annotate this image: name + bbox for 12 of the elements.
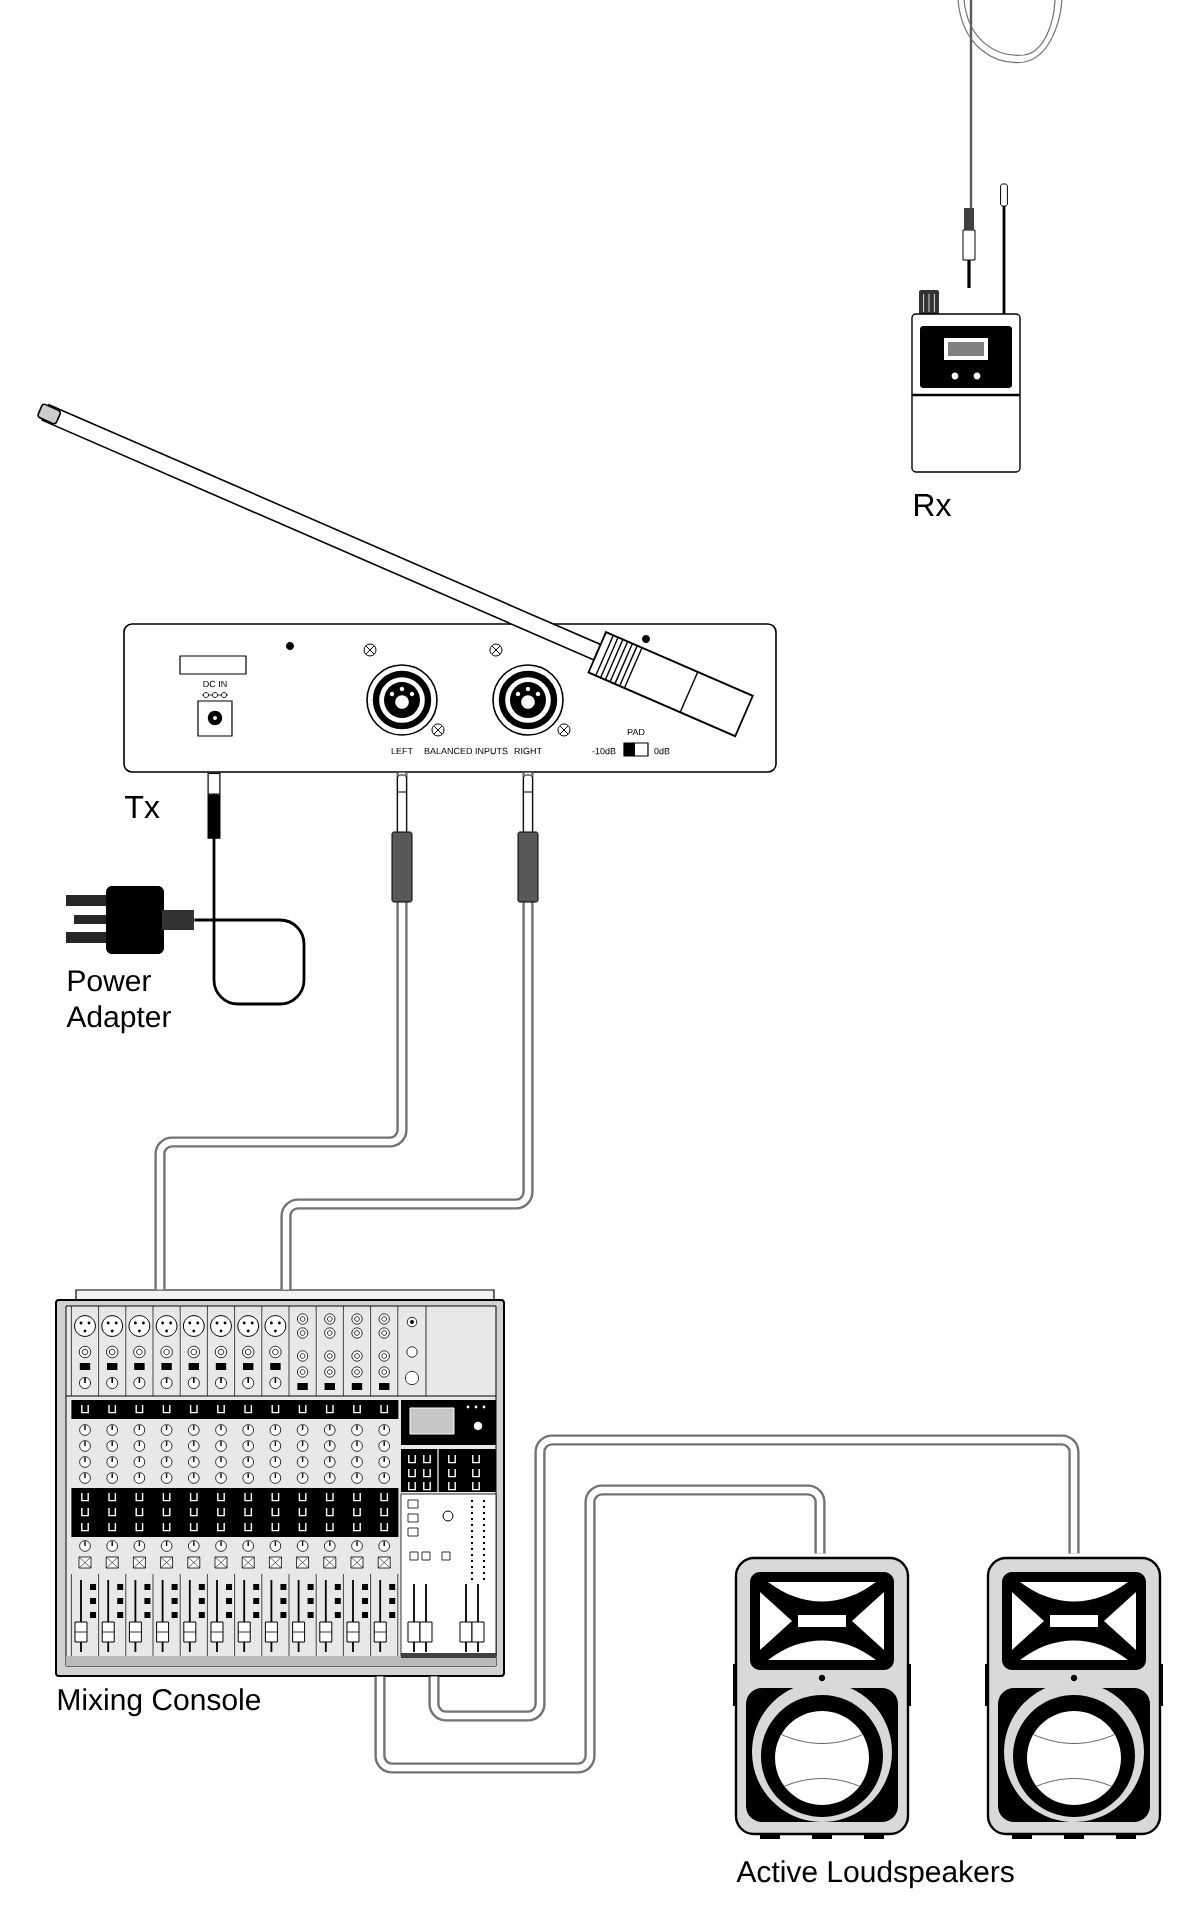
device-label: Rx [915, 494, 952, 516]
receiver [911, 183, 1021, 473]
power-cord [194, 772, 306, 1006]
device-label: Active Loudspeakers [736, 1860, 1014, 1889]
audio-cable [428, 1434, 1080, 1722]
device-label: Power Adapter [66, 970, 171, 1034]
device-label: Tx [125, 796, 160, 818]
audio-cable [374, 1484, 826, 1774]
power-adapter [66, 886, 194, 954]
loudspeaker [733, 1556, 911, 1839]
device-label: Mixing Console [58, 1688, 261, 1717]
loudspeaker [985, 1556, 1163, 1839]
